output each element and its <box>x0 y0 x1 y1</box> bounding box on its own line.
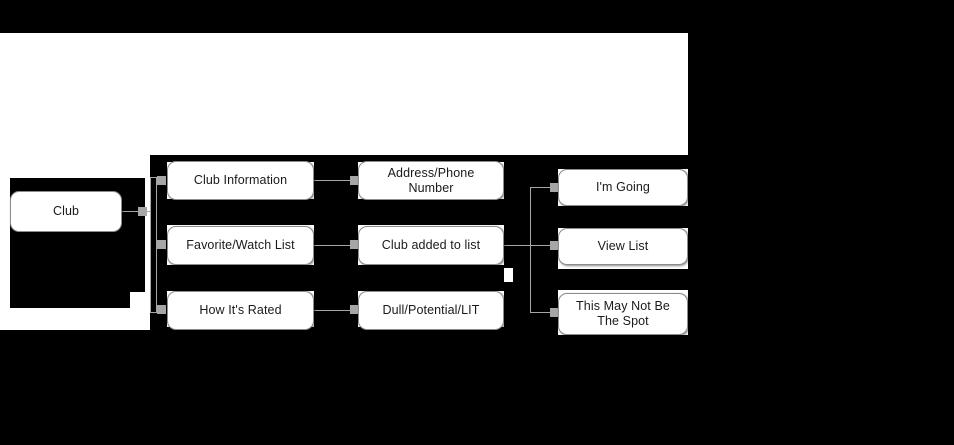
connector-nub-dull-potential-lit <box>350 305 359 314</box>
shade-col3-below <box>558 336 688 346</box>
node-how-its-rated-label: How It's Rated <box>199 303 282 317</box>
connector-nub-club-added-to-list <box>350 240 359 249</box>
node-dull-potential-lit-label: Dull/Potential/LIT <box>382 303 480 317</box>
connector-nub-im-going <box>550 183 559 192</box>
connector-rated-to-dull <box>314 310 350 311</box>
shade-col2-above <box>358 155 504 162</box>
shade-col3-gap-a <box>558 206 688 228</box>
node-club-information-label: Club Information <box>193 173 288 187</box>
node-club-label: Club <box>52 204 80 218</box>
connector-nub-how-its-rated <box>157 305 166 314</box>
connector-trunk-actions <box>530 187 531 312</box>
connector-root-stub <box>122 211 150 212</box>
node-im-going[interactable]: I'm Going <box>558 169 688 206</box>
artifact-square-middle <box>504 268 513 282</box>
connector-trunk-top-cap <box>150 177 157 178</box>
node-dull-potential-lit[interactable]: Dull/Potential/LIT <box>358 291 504 330</box>
node-address-phone-number-label: Address/Phone Number <box>387 165 475 195</box>
shade-col3-above <box>558 155 688 169</box>
shade-col1-gap-a <box>167 199 314 225</box>
node-club[interactable]: Club <box>10 191 122 232</box>
connector-nub-this-may-not-be-the-spot <box>550 308 559 317</box>
shade-col1-gap-b <box>167 265 314 291</box>
node-address-phone-number[interactable]: Address/Phone Number <box>358 161 504 200</box>
node-club-information[interactable]: Club Information <box>167 161 314 200</box>
connector-nub-root <box>138 207 147 216</box>
node-im-going-label: I'm Going <box>595 180 650 194</box>
connector-trunk-categories <box>150 177 151 312</box>
node-how-its-rated[interactable]: How It's Rated <box>167 291 314 330</box>
node-this-may-not-be-the-spot-label: This May Not Be The Spot <box>576 299 670 328</box>
node-club-added-to-list[interactable]: Club added to list <box>358 226 504 265</box>
node-favorite-watch-list[interactable]: Favorite/Watch List <box>167 226 314 265</box>
connector-nub-address-phone-number <box>350 176 359 185</box>
shade-col2-gap-a <box>358 199 504 225</box>
node-view-list[interactable]: View List <box>558 228 688 265</box>
connector-branch-view-list <box>530 245 550 246</box>
connector-nub-favorite-watch-list <box>157 240 166 249</box>
artifact-square-left <box>130 292 146 309</box>
connector-nub-club-information <box>157 176 166 185</box>
connector-trunk-categories-inner <box>156 177 157 312</box>
node-club-added-to-list-label: Club added to list <box>381 238 481 252</box>
connector-nub-view-list <box>550 241 559 250</box>
node-favorite-watch-list-label: Favorite/Watch List <box>186 238 295 252</box>
connector-branch-this-may-not-be-the-spot <box>530 312 550 313</box>
node-view-list-label: View List <box>597 239 649 253</box>
connector-club-information-to-address <box>314 180 350 181</box>
connector-favorite-to-club-added <box>314 245 350 246</box>
connector-club-added-stub <box>504 245 530 246</box>
connector-trunk-bottom-cap <box>150 312 157 313</box>
node-this-may-not-be-the-spot[interactable]: This May Not Be The Spot <box>558 293 688 335</box>
shade-col2-gap-b <box>358 265 504 291</box>
connector-branch-im-going <box>530 187 550 188</box>
shade-col3-gap-b <box>558 269 688 290</box>
shade-col1-above <box>167 155 314 162</box>
